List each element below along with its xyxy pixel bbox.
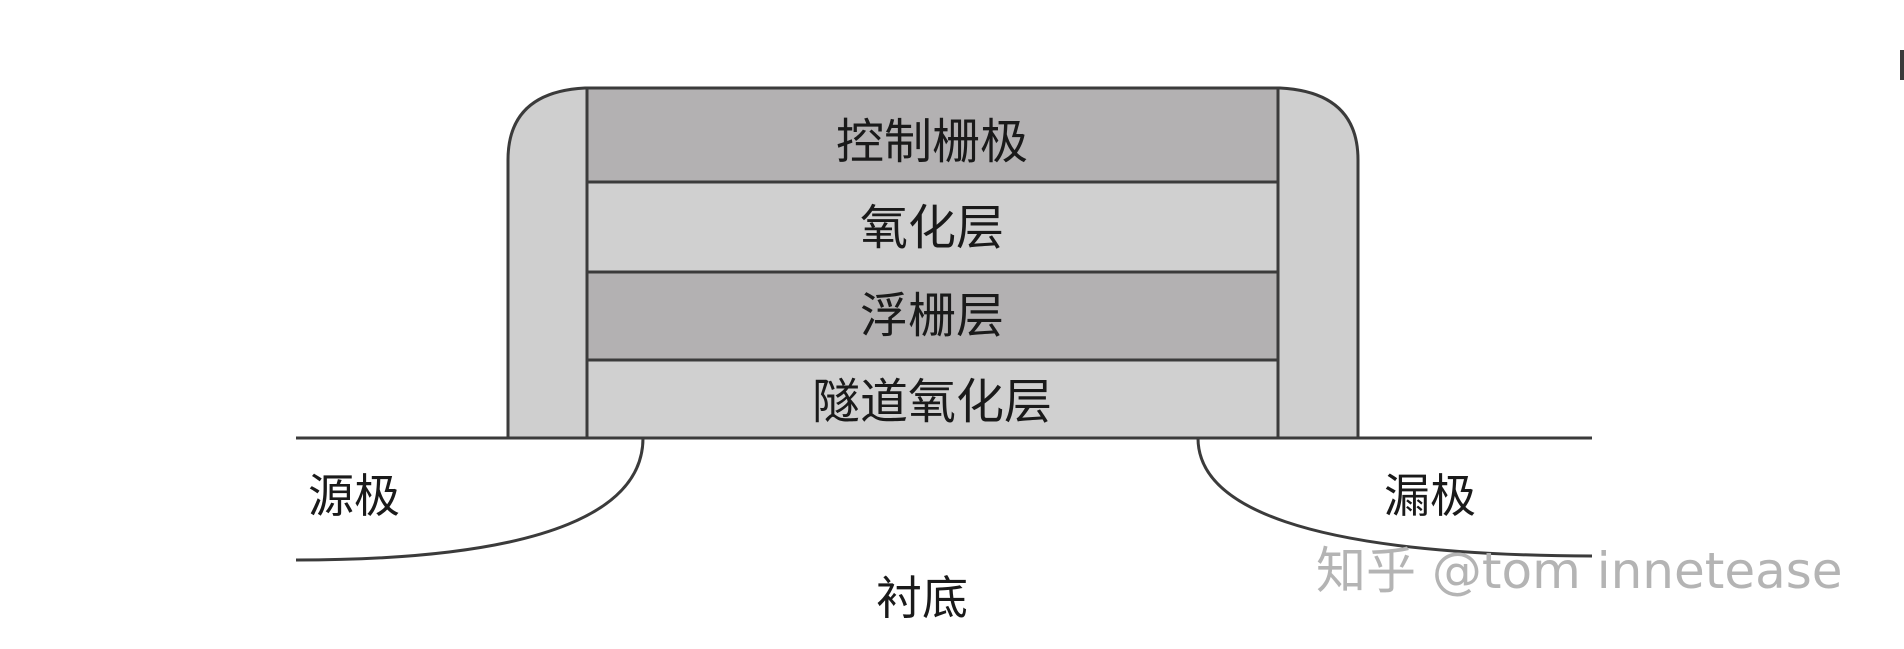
edge-mark bbox=[1900, 50, 1904, 80]
floating-gate-layer bbox=[585, 270, 1280, 362]
tunnel-oxide-layer bbox=[585, 358, 1280, 440]
oxide-layer bbox=[585, 180, 1280, 274]
control-gate-layer bbox=[585, 86, 1280, 184]
drain-label: 漏极 bbox=[1384, 469, 1476, 523]
right-spacer bbox=[1276, 86, 1360, 440]
source-region-boundary bbox=[295, 437, 645, 562]
left-spacer bbox=[506, 86, 589, 440]
watermark-text: 知乎 @tom innetease bbox=[1316, 542, 1843, 600]
source-label: 源极 bbox=[308, 469, 400, 523]
oxide-layer-label: 氧化层 bbox=[860, 200, 1004, 256]
substrate-label: 衬底 bbox=[876, 571, 968, 625]
control-gate-label: 控制栅极 bbox=[836, 114, 1028, 170]
drain-region-boundary bbox=[1196, 437, 1593, 558]
gate-stack bbox=[585, 86, 1280, 440]
tunnel-oxide-label: 隧道氧化层 bbox=[812, 374, 1052, 430]
floating-gate-label: 浮栅层 bbox=[860, 288, 1004, 344]
